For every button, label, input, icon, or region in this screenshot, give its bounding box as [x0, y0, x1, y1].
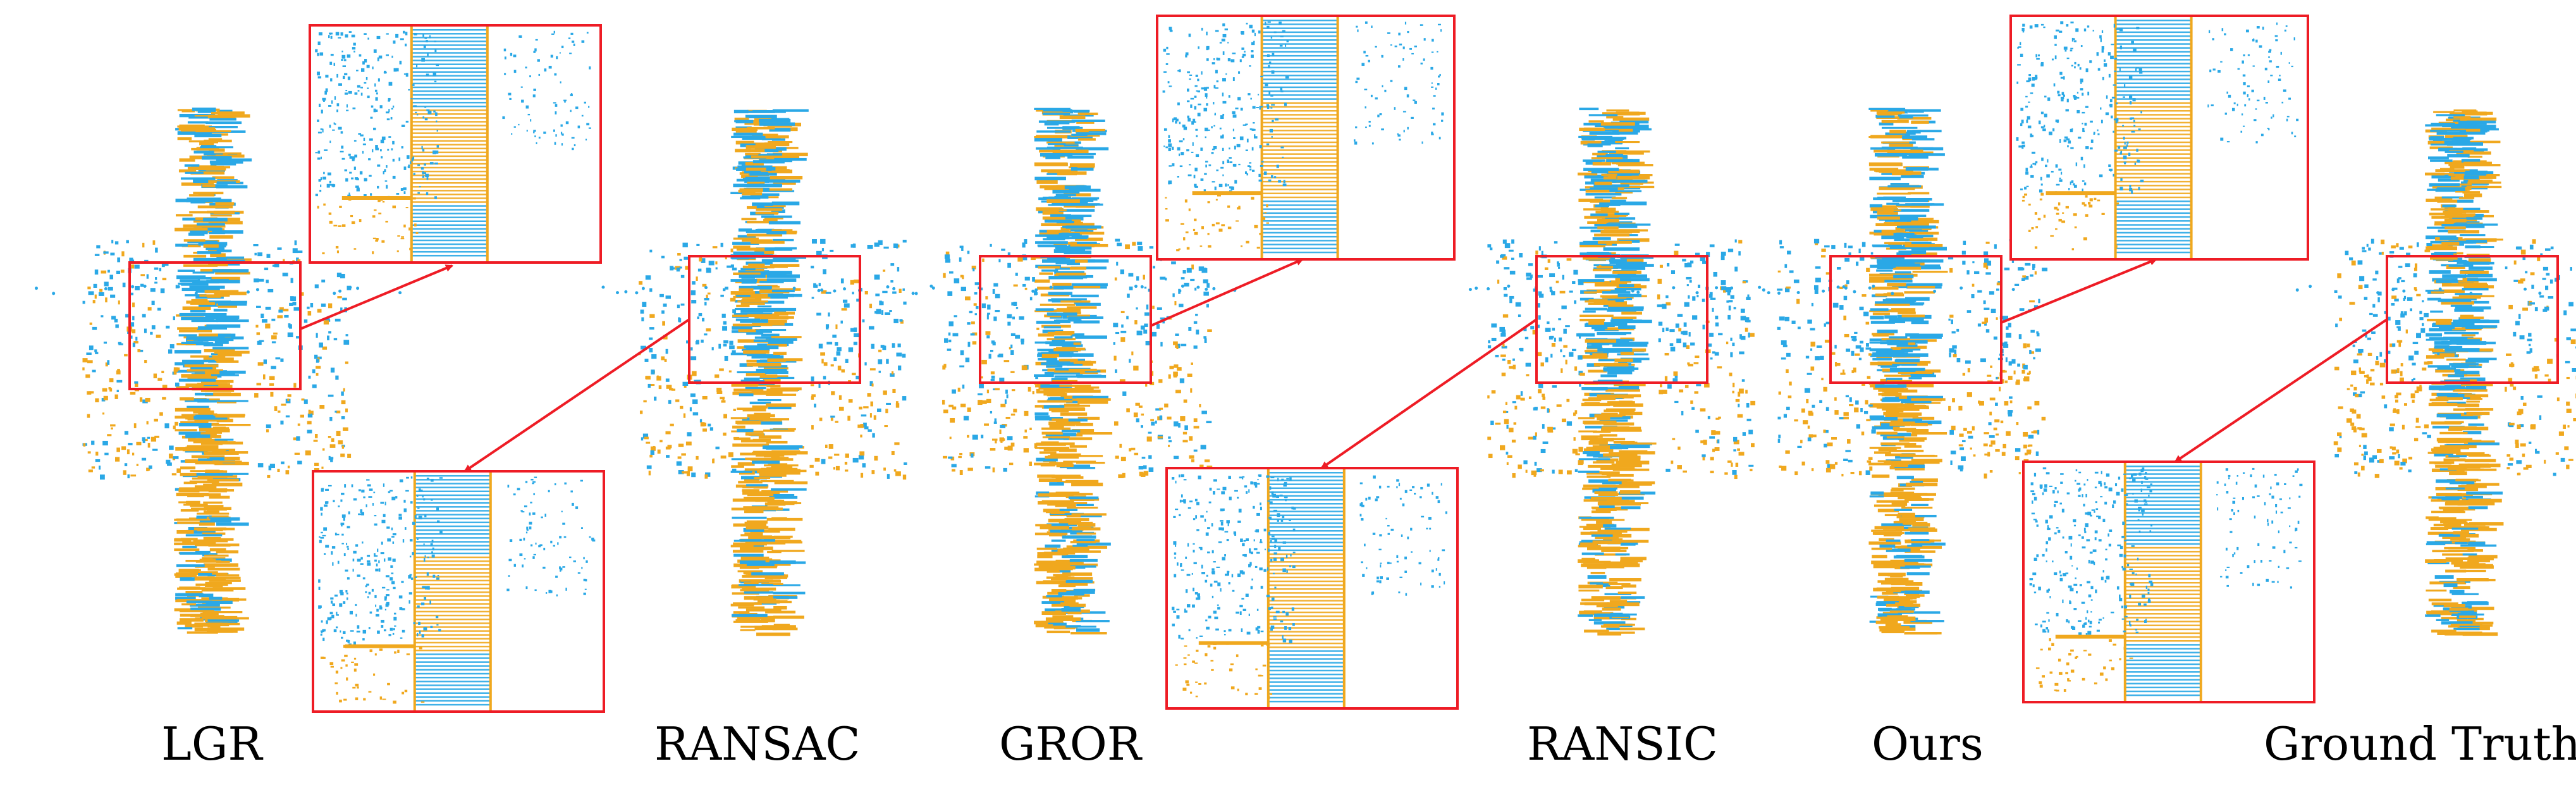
arrow-to-upper-2 [2001, 258, 2157, 324]
panel-0 [35, 108, 402, 634]
point-cloud-2 [911, 108, 1237, 634]
panel-5 [2295, 109, 2576, 636]
point-cloud-1 [601, 109, 933, 636]
zoom-inset-upper-2 [2009, 15, 2309, 261]
inset-frame [2022, 460, 2315, 703]
label-ours: Ours [1872, 717, 1984, 770]
panel-1 [601, 109, 933, 636]
inset-frame [309, 24, 602, 264]
label-ransac: RANSAC [654, 717, 861, 770]
arrow-to-upper-0 [300, 264, 453, 330]
label-ground-truth: Ground Truth [2264, 717, 2576, 770]
zoom-inset-upper-0 [309, 24, 602, 264]
inset-frame [1165, 467, 1459, 710]
arrow-to-lower-1 [1320, 318, 1538, 469]
label-gror: GROR [999, 717, 1141, 770]
zoom-inset-upper-1 [1156, 15, 1456, 261]
point-cloud-0 [35, 108, 402, 634]
highlight-box-0 [128, 261, 302, 390]
highlight-box-2 [979, 255, 1152, 384]
zoom-inset-lower-0 [312, 470, 605, 713]
inset-frame [312, 470, 605, 713]
arrow-to-lower-2 [2174, 318, 2388, 463]
panel-4 [1723, 108, 2048, 635]
inset-frame [2009, 15, 2309, 261]
panel-3 [1468, 108, 1781, 636]
label-lgr: LGR [161, 717, 262, 770]
highlight-box-4 [1829, 255, 2003, 384]
point-cloud-5 [2295, 109, 2576, 636]
arrow-to-lower-0 [463, 318, 690, 473]
zoom-inset-lower-2 [2022, 460, 2315, 703]
zoom-inset-lower-1 [1165, 467, 1459, 710]
point-cloud-3 [1468, 108, 1781, 636]
label-ransic: RANSIC [1527, 717, 1719, 770]
point-cloud-4 [1723, 108, 2048, 635]
panel-2 [911, 108, 1237, 634]
arrow-to-upper-1 [1150, 258, 1304, 327]
inset-frame [1156, 15, 1456, 261]
